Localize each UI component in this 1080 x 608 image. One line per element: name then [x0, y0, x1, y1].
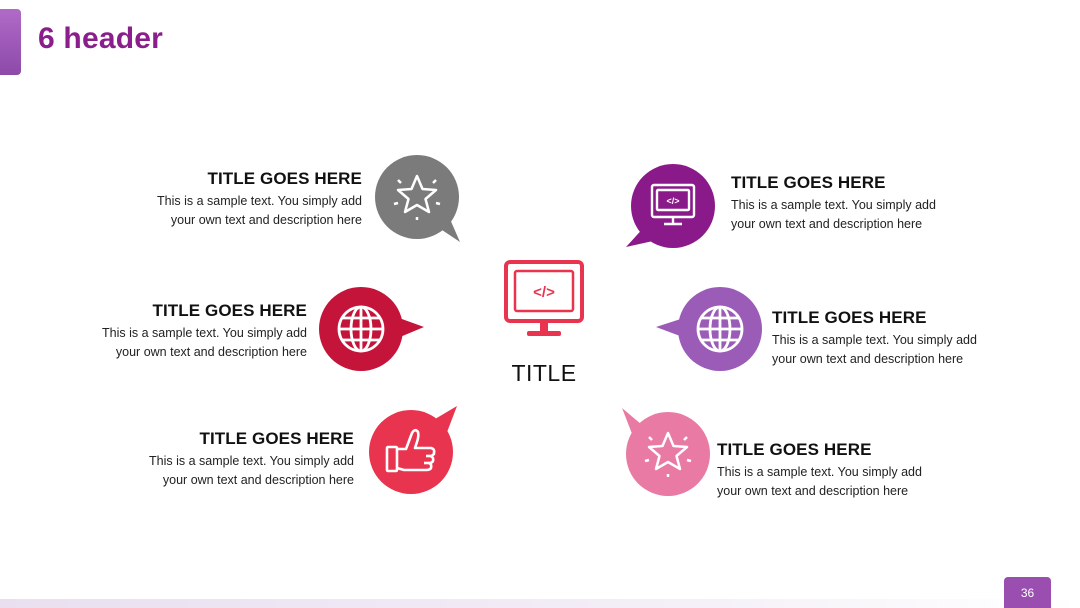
item-middle-left: TITLE GOES HERE This is a sample text. Y… [47, 301, 307, 362]
item-top-left: TITLE GOES HERE This is a sample text. Y… [102, 169, 362, 230]
footer-band [0, 599, 1080, 608]
thumbs-up-icon [385, 428, 436, 473]
star-bubble [374, 154, 464, 246]
item-title: TITLE GOES HERE [772, 308, 927, 327]
star-icon [393, 174, 441, 220]
star-icon [644, 431, 692, 477]
item-bottom-left: TITLE GOES HERE This is a sample text. Y… [94, 429, 354, 490]
slide-title: 6 header [38, 22, 163, 55]
header-accent-bar [0, 9, 21, 75]
item-title: TITLE GOES HERE [199, 429, 354, 448]
monitor-bubble: </> [626, 163, 718, 251]
globe-icon [337, 305, 385, 353]
page-number: 36 [1004, 577, 1051, 608]
item-top-right: TITLE GOES HERE This is a sample text. Y… [731, 173, 991, 234]
item-title: TITLE GOES HERE [152, 301, 307, 320]
center-title: TITLE [511, 360, 577, 386]
globe-bubble [318, 286, 428, 372]
monitor-code-icon [650, 183, 696, 226]
svg-text:</>: </> [533, 284, 555, 301]
thumbs-up-bubble [368, 406, 460, 496]
svg-text:</>: </> [666, 196, 679, 206]
center-monitor-code-icon: </> [503, 259, 585, 346]
globe-icon [696, 305, 744, 353]
item-title: TITLE GOES HERE [731, 173, 886, 192]
item-middle-right: TITLE GOES HERE This is a sample text. Y… [772, 308, 1032, 369]
item-title: TITLE GOES HERE [207, 169, 362, 188]
globe-bubble [656, 286, 766, 372]
item-bottom-right: TITLE GOES HERE This is a sample text. Y… [717, 440, 977, 501]
item-title: TITLE GOES HERE [717, 440, 872, 459]
star-bubble [622, 408, 712, 498]
